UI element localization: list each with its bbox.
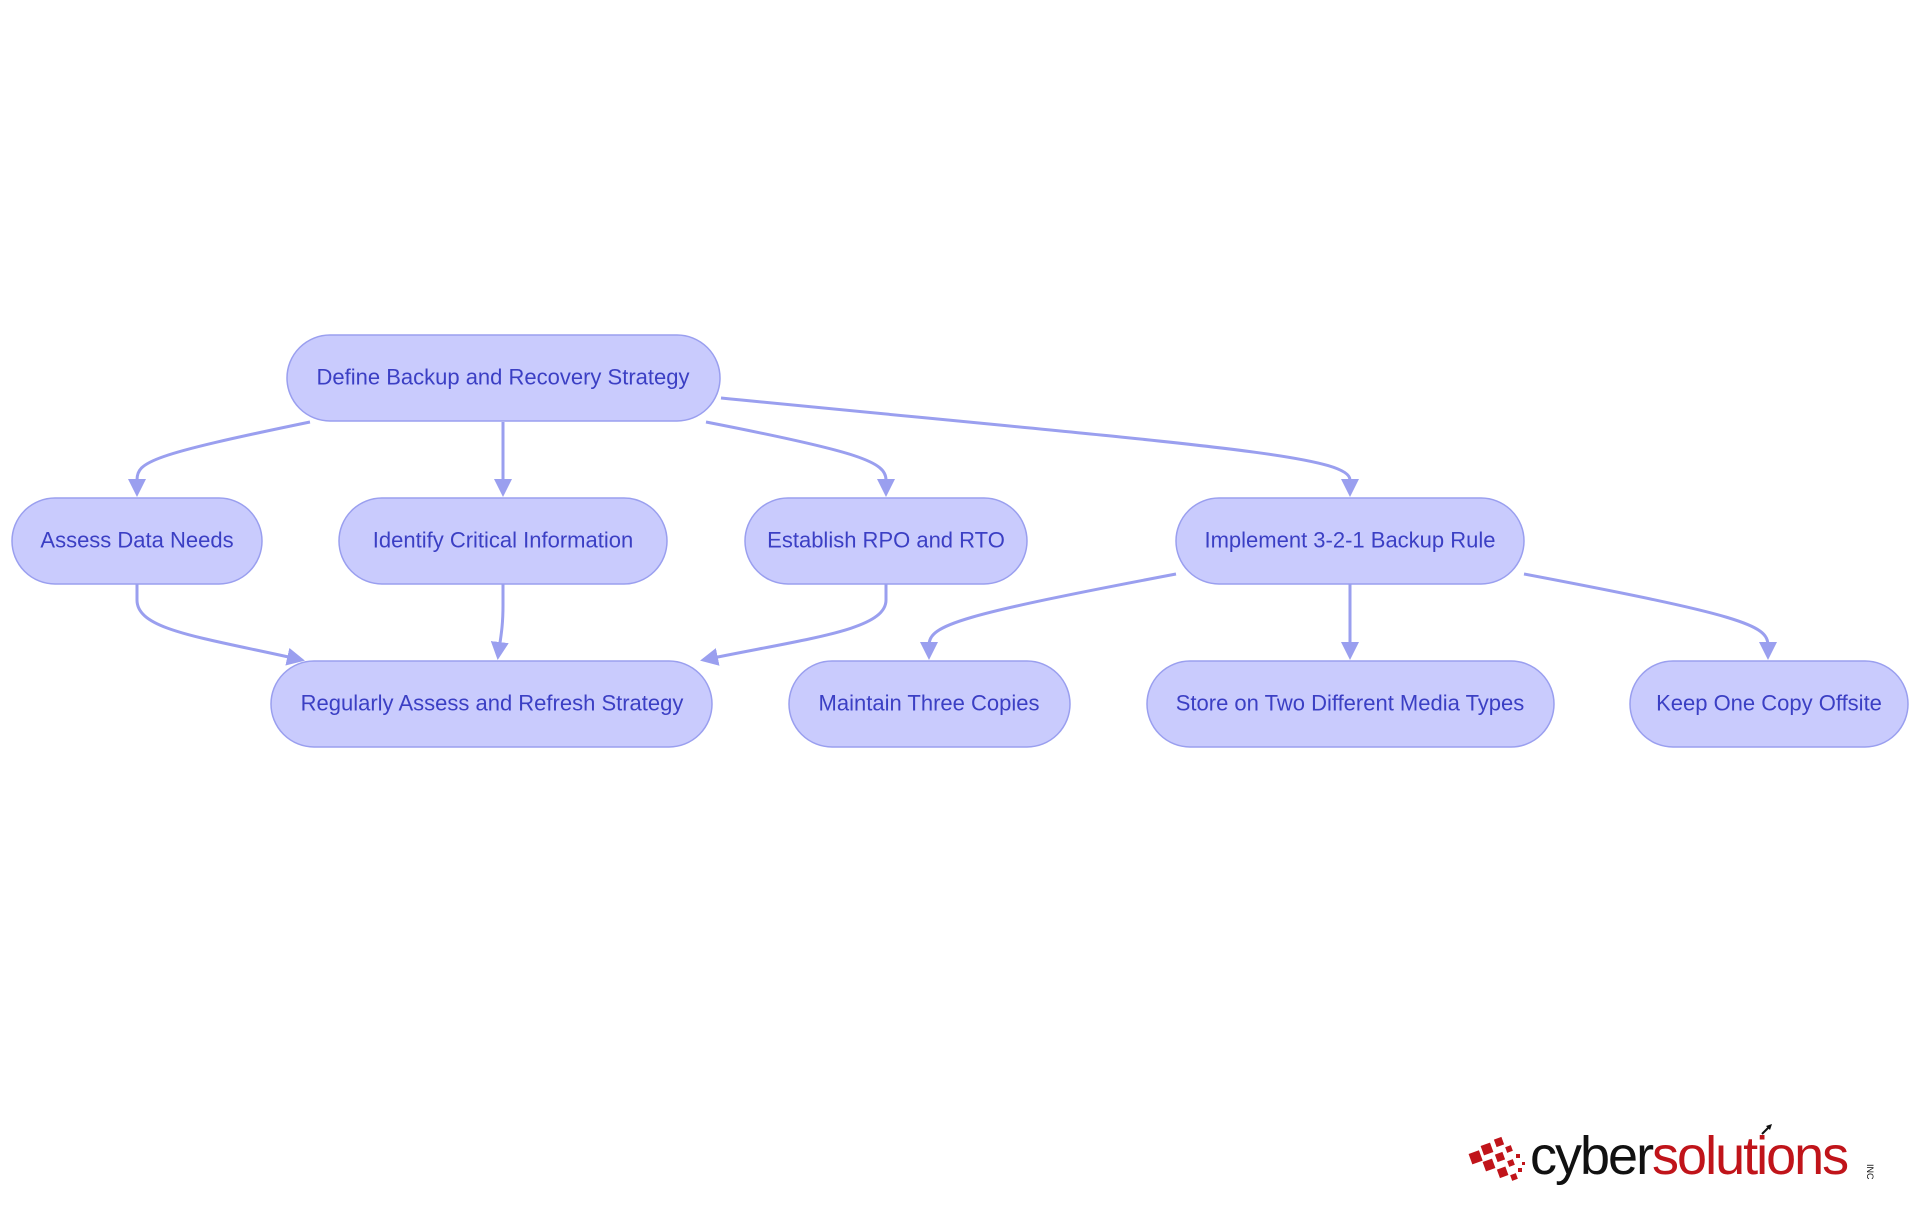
node-identify-critical-information-label: Identify Critical Information: [373, 528, 633, 553]
edge-assess-to-refresh: [135, 584, 305, 666]
logo-wordmark-solutions: solutions: [1652, 1126, 1848, 1186]
node-maintain-three-copies-label: Maintain Three Copies: [819, 691, 1040, 716]
node-regularly-refresh-strategy: Regularly Assess and Refresh Strategy: [270, 660, 713, 748]
node-maintain-three-copies: Maintain Three Copies: [788, 660, 1071, 748]
node-establish-rpo-rto-label: Establish RPO and RTO: [767, 528, 1005, 553]
logo-wordmark: cybersolutions: [1530, 1126, 1848, 1186]
edge-establish-to-refresh: [700, 584, 888, 666]
cybersolutions-logo: cybersolutions INC: [1468, 1124, 1875, 1186]
node-one-copy-offsite: Keep One Copy Offsite: [1629, 660, 1909, 748]
logo-pixel-mark-icon: [1468, 1136, 1525, 1181]
edges: [128, 396, 1777, 666]
logo-suffix: INC: [1865, 1164, 1875, 1180]
edge-define-to-assess: [128, 420, 311, 497]
node-assess-data-needs: Assess Data Needs: [11, 497, 263, 585]
edge-implement-to-offsite: [1523, 572, 1777, 660]
node-identify-critical-information: Identify Critical Information: [338, 497, 668, 585]
node-two-media-types-label: Store on Two Different Media Types: [1176, 691, 1525, 716]
edge-identify-to-refresh: [490, 584, 509, 660]
nodes: Define Backup and Recovery Strategy Asse…: [11, 334, 1909, 748]
node-implement-321-rule-label: Implement 3-2-1 Backup Rule: [1204, 528, 1495, 553]
node-one-copy-offsite-label: Keep One Copy Offsite: [1656, 691, 1882, 716]
edge-implement-to-three: [920, 572, 1177, 660]
logo-wordmark-cyber: cyber: [1530, 1126, 1654, 1186]
node-assess-data-needs-label: Assess Data Needs: [40, 528, 233, 553]
edge-define-to-establish: [705, 420, 895, 497]
node-define-strategy-label: Define Backup and Recovery Strategy: [317, 365, 690, 390]
arrow-accent-icon: [1761, 1124, 1772, 1135]
node-define-strategy: Define Backup and Recovery Strategy: [286, 334, 721, 422]
node-regularly-refresh-strategy-label: Regularly Assess and Refresh Strategy: [301, 691, 684, 716]
edge-define-to-implement: [720, 396, 1359, 497]
node-establish-rpo-rto: Establish RPO and RTO: [744, 497, 1028, 585]
node-implement-321-rule: Implement 3-2-1 Backup Rule: [1175, 497, 1525, 585]
node-two-media-types: Store on Two Different Media Types: [1146, 660, 1555, 748]
